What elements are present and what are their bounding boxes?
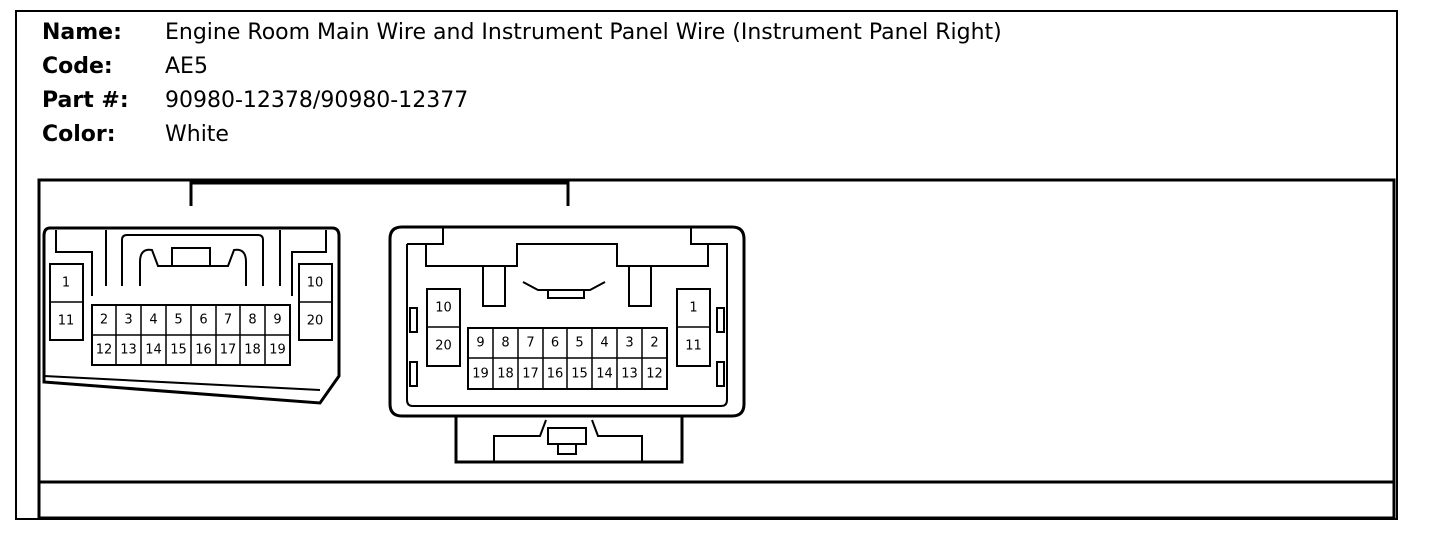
right-center-grid-lines <box>468 328 667 389</box>
right-pin-label: 17 <box>522 367 539 382</box>
name-label: Name: <box>42 20 122 45</box>
part-number-value: 90980-12378/90980-12377 <box>165 88 469 113</box>
left-pin-label: 19 <box>269 343 286 358</box>
left-pin-label: 16 <box>195 343 212 358</box>
right-pin-label: 20 <box>435 339 452 354</box>
left-pin-label: 4 <box>149 313 157 328</box>
left-connector-pins: 1 11 10 20 2 3 4 5 6 7 8 9 12 13 14 15 1… <box>49 263 333 366</box>
right-pin-label: 13 <box>621 367 638 382</box>
right-pin-label: 16 <box>547 367 564 382</box>
right-pin-label: 4 <box>600 336 608 351</box>
left-pin-label: 3 <box>124 313 132 328</box>
right-pin-label: 14 <box>596 367 613 382</box>
right-pin-label: 11 <box>685 339 702 354</box>
part-number-label: Part #: <box>42 88 129 113</box>
left-pin-label: 5 <box>174 313 182 328</box>
right-pin-label: 18 <box>497 367 514 382</box>
right-pin-label: 10 <box>435 301 452 316</box>
left-pin-label: 20 <box>307 314 324 329</box>
left-pin-label: 13 <box>120 343 137 358</box>
right-pin-label: 3 <box>625 336 633 351</box>
code-value: AE5 <box>165 54 208 79</box>
right-connector-housing <box>388 225 746 464</box>
left-pin-label: 8 <box>248 313 256 328</box>
right-pin-label: 9 <box>476 336 484 351</box>
color-label: Color: <box>42 122 116 147</box>
right-pin-label: 6 <box>551 336 559 351</box>
left-pin-label: 2 <box>100 313 108 328</box>
left-pin-label: 12 <box>96 343 113 358</box>
left-pin-label: 10 <box>307 276 324 291</box>
left-connector-housing <box>42 226 341 405</box>
right-pin-label: 2 <box>650 336 658 351</box>
left-pin-label: 18 <box>244 343 261 358</box>
code-label: Code: <box>42 54 113 79</box>
left-pin-label: 7 <box>224 313 232 328</box>
right-pin-label: 5 <box>575 336 583 351</box>
color-value: White <box>165 122 229 147</box>
right-pin-label: 12 <box>646 367 663 382</box>
right-pin-label: 7 <box>526 336 534 351</box>
left-center-grid-lines <box>92 305 290 365</box>
left-pin-label: 6 <box>199 313 207 328</box>
left-pin-label: 14 <box>145 343 162 358</box>
name-value: Engine Room Main Wire and Instrument Pan… <box>165 20 1002 45</box>
right-pin-label: 15 <box>571 367 588 382</box>
right-pin-label: 8 <box>501 336 509 351</box>
right-pin-label: 19 <box>472 367 489 382</box>
left-pin-label: 9 <box>273 313 281 328</box>
left-pin-label: 1 <box>62 276 70 291</box>
pairing-bracket <box>189 181 570 206</box>
diagram-frame <box>37 178 1396 520</box>
right-connector-pins: 10 20 1 11 9 8 7 6 5 4 3 2 19 18 17 16 1… <box>426 288 711 390</box>
left-pin-label: 11 <box>58 314 75 329</box>
left-pin-label: 15 <box>170 343 187 358</box>
left-pin-label: 17 <box>220 343 237 358</box>
right-pin-label: 1 <box>689 301 697 316</box>
